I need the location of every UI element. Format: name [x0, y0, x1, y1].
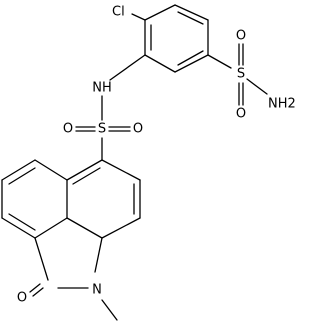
- bond: [144, 54, 176, 73]
- bond: [131, 13, 146, 21]
- sulfonamide-nh2-label: NH2: [268, 97, 296, 112]
- bond: [34, 217, 68, 239]
- sulfonamide-o-top-label: O: [236, 29, 246, 44]
- bond: [8, 167, 36, 185]
- bond: [66, 217, 103, 239]
- bond: [101, 217, 141, 239]
- bond: [246, 78, 268, 95]
- sulfonyl-o-left-label: O: [63, 122, 73, 137]
- atom-labels: Cl NH S O O S O O NH2 O N: [17, 5, 296, 306]
- bond: [101, 299, 118, 321]
- bond: [29, 283, 41, 293]
- molecule-structure: Cl NH S O O S O O NH2 O N: [1, 4, 296, 321]
- bond: [174, 4, 209, 21]
- bond: [109, 54, 146, 81]
- lactam-o-label: O: [17, 291, 27, 306]
- chloro-label: Cl: [112, 5, 125, 20]
- bond: [34, 159, 68, 181]
- bond: [32, 287, 44, 297]
- bonds: [1, 4, 268, 321]
- bond: [144, 4, 176, 21]
- lactam-n-label: N: [92, 283, 102, 298]
- amine-nh-label: NH: [92, 81, 112, 96]
- bond: [1, 159, 36, 181]
- sulfonamide-o-bottom-label: O: [236, 107, 246, 122]
- bond: [66, 159, 103, 181]
- bond: [177, 11, 204, 25]
- bond: [101, 159, 141, 181]
- sulfonyl-o-right-label: O: [133, 122, 143, 137]
- bond: [94, 237, 103, 273]
- bond: [174, 54, 209, 73]
- bond: [1, 217, 36, 239]
- sulfonyl-s-label: S: [98, 122, 106, 137]
- bond: [34, 237, 49, 281]
- bond: [207, 54, 232, 69]
- sulfonamide-s-label: S: [237, 67, 245, 82]
- bond: [72, 167, 101, 185]
- bond: [8, 213, 36, 231]
- bond: [177, 50, 204, 66]
